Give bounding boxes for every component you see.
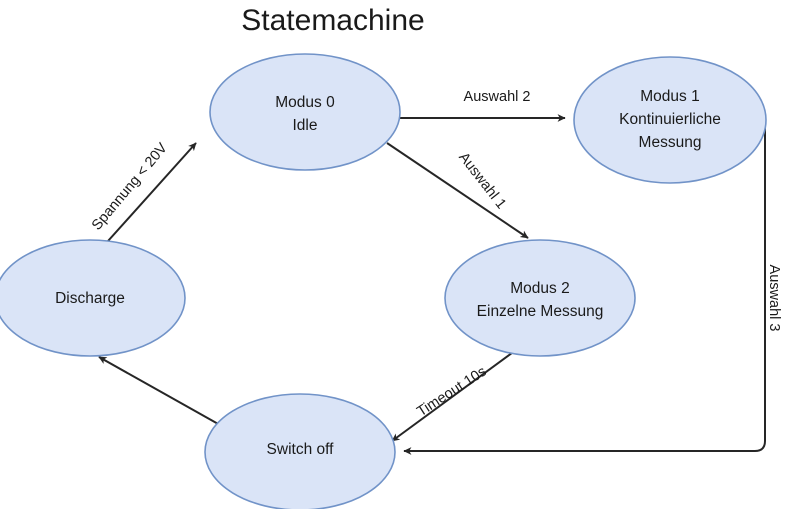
state-label-modus1-line1: Modus 1	[640, 88, 699, 105]
state-node-modus1[interactable]: Modus 1 Kontinuierliche Messung	[573, 56, 767, 184]
state-shape-modus1[interactable]	[573, 56, 767, 184]
edge-line-discharge-to-modus0	[107, 142, 197, 242]
edge-discharge-to-modus0: Spannung < 20V	[89, 140, 197, 242]
edge-switchoff-to-discharge	[98, 356, 221, 426]
state-node-modus0[interactable]: Modus 0 Idle	[209, 53, 401, 171]
state-label-modus1-line2: Kontinuierliche	[619, 111, 721, 128]
state-node-switchoff[interactable]: Switch off	[204, 393, 396, 509]
edge-line-switchoff-to-discharge	[98, 356, 221, 426]
edge-modus0-to-modus1: Auswahl 2	[397, 89, 566, 122]
edge-modus0-to-modus2: Auswahl 1	[386, 142, 529, 239]
page-title: Statemachine	[241, 4, 424, 37]
state-label-modus2-line1: Modus 2	[510, 280, 569, 297]
state-shape-switchoff[interactable]	[204, 393, 396, 509]
state-shape-modus2[interactable]	[444, 239, 636, 357]
state-label-discharge: Discharge	[55, 290, 125, 307]
edge-label-spannung: Spannung < 20V	[89, 140, 171, 234]
state-label-modus1-line3: Messung	[639, 134, 702, 151]
edge-line-modus2-to-switchoff	[391, 349, 517, 442]
state-label-modus0-line1: Modus 0	[275, 94, 335, 111]
state-label-modus2-line2: Einzelne Messung	[477, 303, 604, 320]
edge-modus1-to-switchoff: Auswahl 3	[403, 124, 782, 455]
edge-modus2-to-switchoff: Timeout 10s	[391, 349, 517, 442]
edge-label-auswahl-2: Auswahl 2	[464, 89, 531, 105]
edge-label-timeout: Timeout 10s	[414, 364, 489, 421]
state-label-switchoff: Switch off	[267, 441, 335, 458]
state-shape-modus0[interactable]	[209, 53, 401, 171]
state-label-modus0-line2: Idle	[293, 117, 318, 134]
edge-label-auswahl-1: Auswahl 1	[455, 150, 509, 213]
edge-line-modus0-to-modus2	[386, 142, 529, 239]
edge-label-auswahl-3: Auswahl 3	[766, 265, 782, 332]
state-node-modus2[interactable]: Modus 2 Einzelne Messung	[444, 239, 636, 357]
state-node-discharge[interactable]: Discharge	[0, 239, 186, 357]
edge-line-modus1-to-switchoff	[403, 124, 766, 455]
state-shape-discharge[interactable]	[0, 239, 186, 357]
